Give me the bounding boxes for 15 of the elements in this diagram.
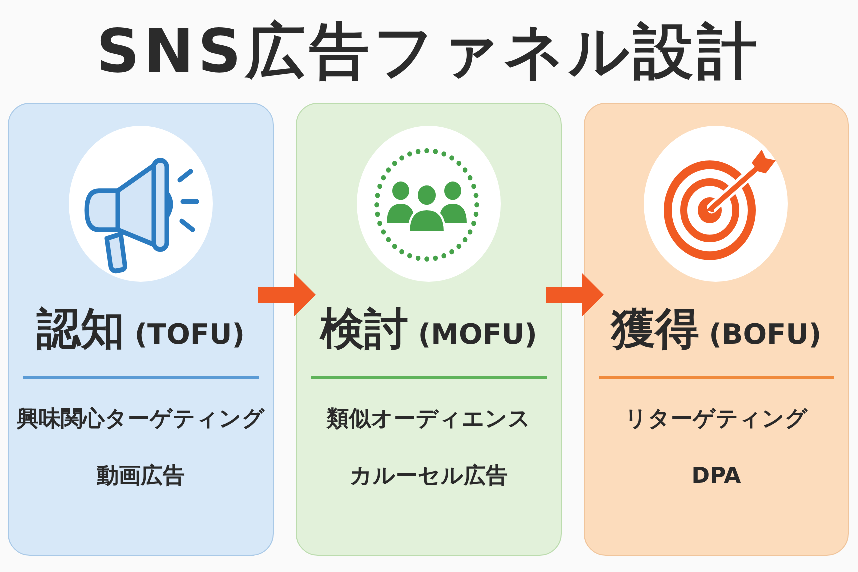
- stage-heading: 検討 (MOFU): [320, 304, 538, 357]
- stage-heading: 認知 (TOFU): [36, 304, 246, 357]
- tactic-text: リターゲティング: [625, 406, 808, 434]
- tactic-text: 類似オーディエンス: [327, 406, 531, 434]
- stage-card: [584, 103, 849, 556]
- arrow: [258, 273, 316, 317]
- tactic-text: カルーセル広告: [350, 462, 508, 491]
- tactic-text: 興味関心ターゲティング: [17, 406, 265, 434]
- arrow: [546, 273, 604, 317]
- tactic-text: 動画広告: [97, 462, 185, 491]
- stage-card: [296, 103, 562, 556]
- diagram-title: SNS広告ファネル設計: [96, 18, 762, 86]
- stage-card: [8, 103, 274, 556]
- stage-heading: 獲得 (BOFU): [611, 304, 822, 357]
- tactic-text: DPA: [692, 463, 742, 491]
